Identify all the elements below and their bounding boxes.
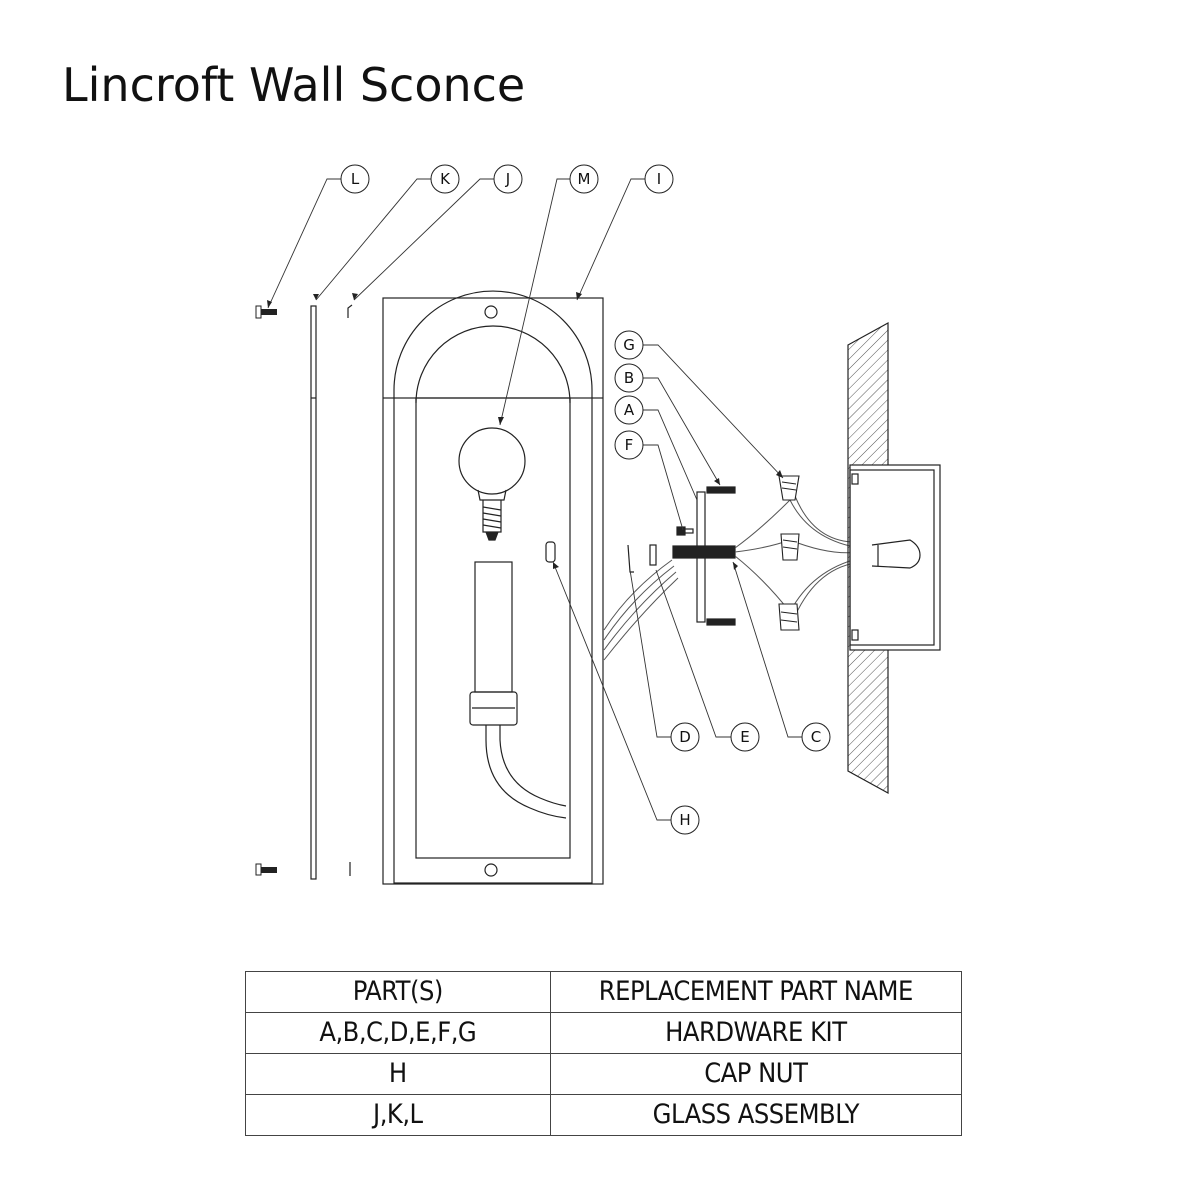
callout-B: B — [614, 363, 644, 393]
callout-label: E — [740, 728, 749, 746]
wire-connections — [734, 495, 863, 617]
bulb — [458, 427, 526, 541]
glass-panel — [310, 305, 317, 880]
callout-D: D — [670, 722, 700, 752]
callout-F: F — [614, 430, 644, 460]
callout-I: I — [644, 164, 674, 194]
callout-label: C — [811, 728, 821, 746]
callout-label: H — [679, 811, 690, 829]
replacement-parts-table: PART(S) REPLACEMENT PART NAME A,B,C,D,E,… — [245, 971, 963, 1136]
table-cell-parts: A,B,C,D,E,F,G — [245, 1012, 551, 1054]
column-header-parts: PART(S) — [245, 971, 551, 1013]
callout-label: A — [624, 401, 635, 419]
callout-label: M — [578, 170, 591, 188]
exploded-parts-diagram: L K J M I G B A F D E C — [255, 164, 941, 885]
callout-K: K — [430, 164, 460, 194]
junction-box — [849, 464, 941, 651]
callout-L: L — [340, 164, 370, 194]
glass-screw-bottom — [255, 863, 277, 876]
callout-label: I — [657, 170, 661, 188]
column-header-part-name: REPLACEMENT PART NAME — [549, 971, 963, 1013]
table-row: J,K,L GLASS ASSEMBLY — [245, 1094, 963, 1136]
callout-label: F — [625, 436, 634, 454]
fixture-wires — [603, 559, 679, 661]
table-cell-parts: H — [245, 1053, 551, 1095]
table-row: A,B,C,D,E,F,G HARDWARE KIT — [245, 1012, 963, 1054]
callout-label: K — [440, 170, 451, 188]
table-row: H CAP NUT — [245, 1053, 963, 1095]
callout-label: G — [623, 336, 635, 354]
fixture-frame — [382, 290, 604, 885]
table-cell-part-name: HARDWARE KIT — [549, 1012, 963, 1054]
table-cell-part-name: CAP NUT — [549, 1053, 963, 1095]
page-title: Lincroft Wall Sconce — [62, 58, 526, 112]
callout-label: D — [679, 728, 691, 746]
mounting-hardware — [627, 486, 736, 626]
callout-H: H — [670, 805, 700, 835]
callout-A: A — [614, 395, 644, 425]
callout-label: B — [624, 369, 634, 387]
callout-M: M — [569, 164, 599, 194]
glass-screw-top — [255, 305, 277, 319]
wire-nuts — [778, 475, 800, 631]
glass-clip — [347, 304, 353, 876]
callout-J: J — [493, 164, 523, 194]
leader-arrowheads — [267, 292, 783, 570]
cap-nut — [545, 541, 556, 563]
table-header-row: PART(S) REPLACEMENT PART NAME — [245, 971, 963, 1013]
callout-label: L — [351, 170, 360, 188]
callout-C: C — [801, 722, 831, 752]
callout-label: J — [505, 170, 510, 188]
table-cell-part-name: GLASS ASSEMBLY — [549, 1094, 963, 1136]
leader-lines — [267, 178, 802, 821]
callout-E: E — [730, 722, 760, 752]
callout-G: G — [614, 330, 644, 360]
socket-sleeve — [469, 561, 567, 819]
table-cell-parts: J,K,L — [245, 1094, 551, 1136]
